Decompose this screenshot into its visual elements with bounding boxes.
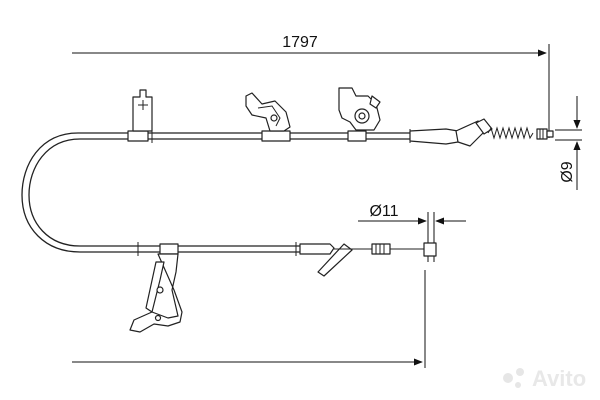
adjuster-body <box>371 243 391 255</box>
diameter9-value: Ø9 <box>559 161 576 182</box>
mount-bracket-2 <box>245 92 291 132</box>
mount-detail <box>257 105 281 127</box>
watermark-dot-1 <box>503 373 513 383</box>
cable-lower-end <box>299 242 437 277</box>
length-value: 1797 <box>282 34 318 51</box>
lower-bracket-arm <box>145 261 165 313</box>
clamp-hole-inner <box>358 112 366 120</box>
diameter11-value: Ø11 <box>369 203 398 220</box>
mount-body <box>245 92 291 132</box>
lower-bracket-body <box>129 253 183 333</box>
lower-bracket <box>129 253 183 333</box>
lower-bracket-hole-2 <box>154 314 162 322</box>
length-dimension: 1797 <box>72 34 550 138</box>
watermark-text: Avito <box>532 366 586 391</box>
boot-cap <box>475 118 493 135</box>
clamp-bracket-3 <box>338 87 381 131</box>
lower-clip-tab <box>317 243 353 277</box>
clamp-tab <box>369 95 381 109</box>
clip-body <box>132 89 153 132</box>
end-nipple <box>546 130 554 138</box>
return-spring <box>487 126 534 140</box>
cable-right-end <box>409 118 554 147</box>
cable-inner-line <box>28 138 440 247</box>
watermark-dot-2 <box>516 368 524 376</box>
end-nipple-lower <box>423 242 437 257</box>
cable-sleeve-1 <box>127 130 149 142</box>
thread-diameter-dimension: Ø9 <box>555 96 582 190</box>
lower-ferrule <box>299 243 335 255</box>
cable-sleeve-4 <box>159 243 179 255</box>
threaded-end <box>536 128 548 140</box>
cable-sleeve-3 <box>347 130 367 142</box>
lower-bracket-hole <box>156 286 164 294</box>
cable <box>21 129 440 256</box>
watermark: Avito <box>503 366 586 391</box>
clip-bracket-1 <box>132 89 153 132</box>
mount-hole <box>270 114 278 122</box>
bottom-dimension <box>72 270 426 368</box>
cable-outer-line <box>21 132 440 253</box>
cable-sleeve-2 <box>261 130 291 142</box>
watermark-dot-3 <box>515 382 521 388</box>
conduit-ferrule <box>409 128 459 145</box>
